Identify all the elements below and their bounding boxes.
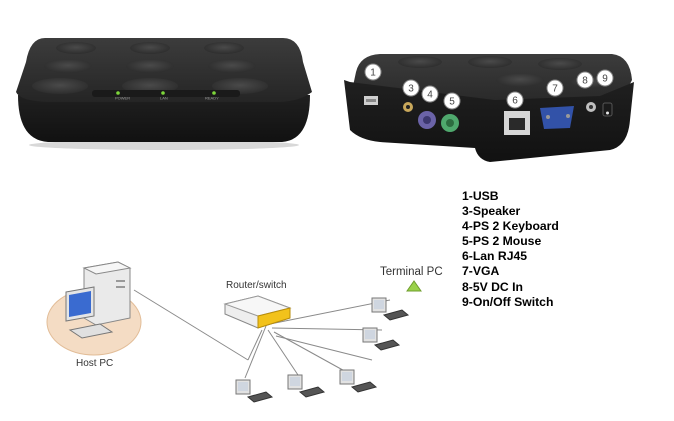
- terminal-arrow-icon: [406, 280, 422, 292]
- callout-6: [506, 91, 524, 109]
- callout-9-text: 9: [602, 74, 608, 85]
- host-pc-screen: [69, 291, 91, 317]
- callout-8: [576, 71, 594, 89]
- legend-item: 9-On/Off Switch: [462, 294, 554, 309]
- port-legend: 1-USB 3-Speaker 4-PS 2 Keyboard 5-PS 2 M…: [462, 189, 559, 310]
- thin-client-back-view: 1 3 4 5 6 7 8 9: [344, 54, 634, 162]
- callout-3: [402, 79, 420, 97]
- terminal-pc: [235, 379, 274, 403]
- callout-7: [546, 79, 564, 97]
- terminal-pc: [287, 374, 326, 398]
- network-diagram: [46, 261, 422, 403]
- callout-3-text: 3: [408, 84, 414, 95]
- power-led-label: POWER: [115, 96, 130, 101]
- legend-item: 4-PS 2 Keyboard: [462, 219, 559, 234]
- terminal-pc: [362, 327, 401, 351]
- legend-item: 6-Lan RJ45: [462, 249, 528, 264]
- legend-item: 5-PS 2 Mouse: [462, 234, 542, 249]
- lan-led-label: LAN: [160, 96, 168, 101]
- callout-5: [443, 92, 461, 110]
- ready-led: [212, 91, 216, 95]
- callout-9: [596, 69, 614, 87]
- power-switch: [602, 102, 613, 117]
- callout-8-text: 8: [582, 76, 588, 87]
- legend-item: 7-VGA: [462, 264, 500, 279]
- callout-7-text: 7: [552, 84, 558, 95]
- thin-client-front-view: POWER LAN READY: [16, 38, 312, 150]
- lan-led: [161, 91, 165, 95]
- router-switch-label: Router/switch: [226, 280, 287, 291]
- host-pc-label: Host PC: [76, 358, 114, 369]
- host-pc-keyboard: [68, 323, 114, 339]
- legend-item: 3-Speaker: [462, 204, 521, 219]
- terminal-pc-label: Terminal PC: [380, 266, 443, 278]
- callout-1-text: 1: [370, 68, 376, 79]
- callout-1: [364, 63, 382, 81]
- power-led: [116, 91, 120, 95]
- callout-4: [421, 85, 439, 103]
- ready-led-label: READY: [205, 96, 219, 101]
- legend-item: 8-5V DC In: [462, 279, 523, 294]
- callout-6-text: 6: [512, 96, 518, 107]
- terminal-pc: [371, 297, 410, 321]
- router-ports: [257, 307, 291, 329]
- callout-5-text: 5: [449, 97, 455, 108]
- legend-item: 1-USB: [462, 189, 499, 203]
- vga-port: [540, 106, 574, 129]
- callout-4-text: 4: [427, 90, 433, 101]
- terminal-pc: [339, 369, 378, 393]
